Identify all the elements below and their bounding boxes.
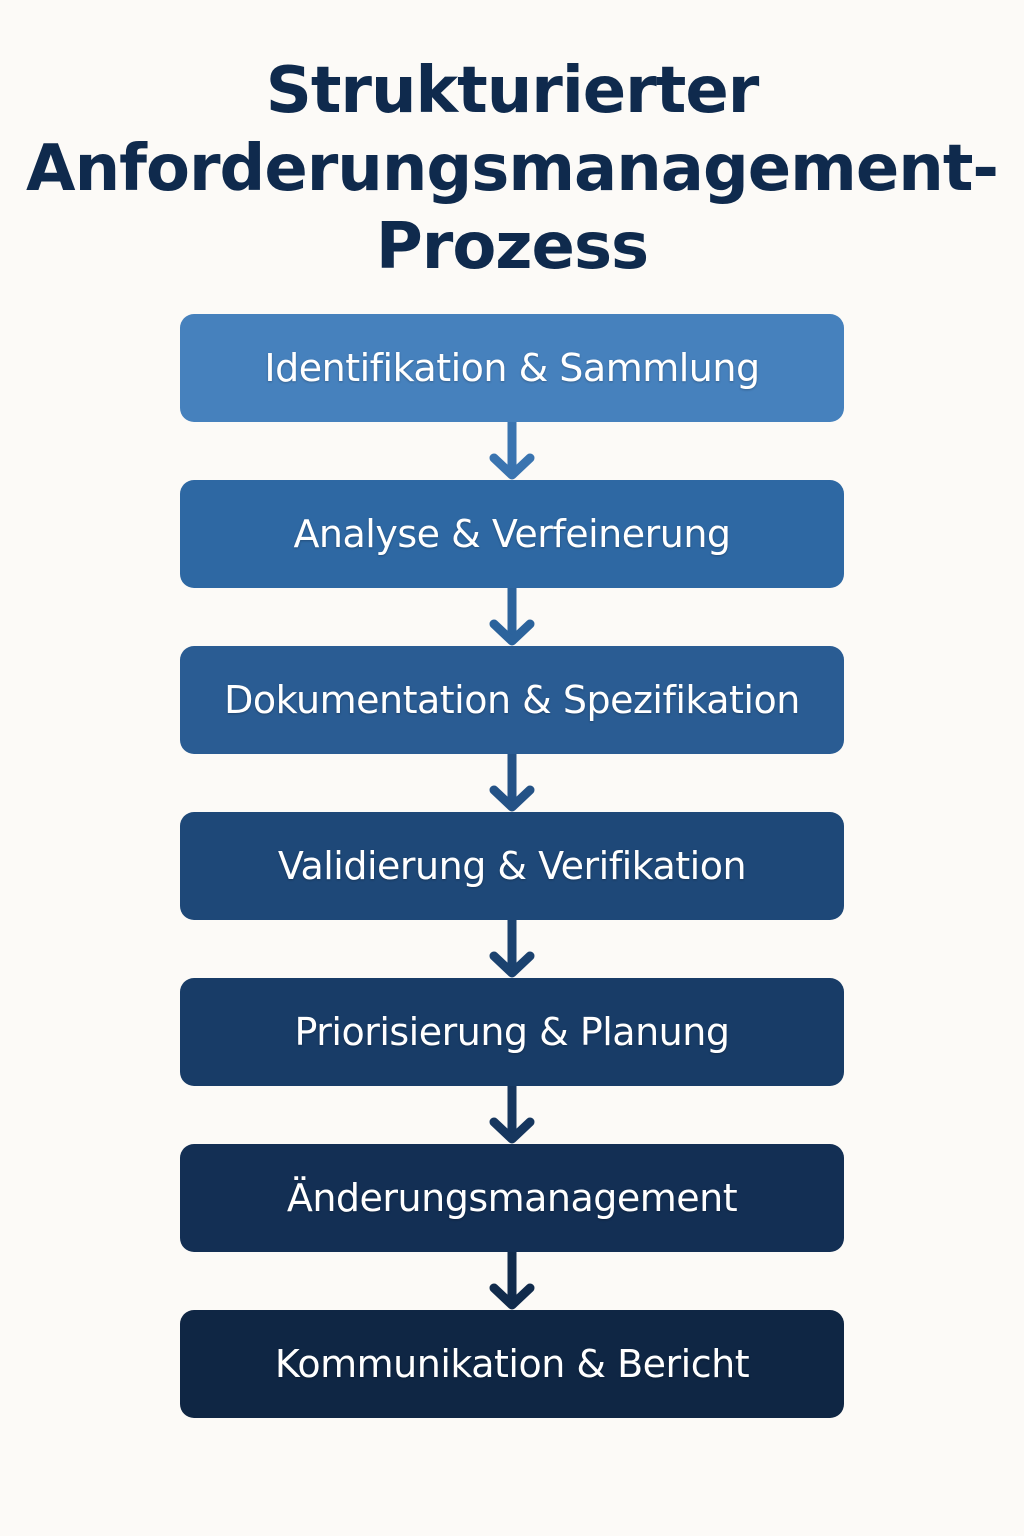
page-title: Strukturierter Anforderungsmanagement- P…: [0, 52, 1024, 286]
connector-5: [180, 1086, 844, 1144]
arrow-down-icon: [489, 754, 535, 812]
step-label: Analyse & Verfeinerung: [293, 512, 731, 556]
step-label: Identifikation & Sammlung: [264, 346, 760, 390]
step-label: Änderungsmanagement: [286, 1176, 738, 1220]
title-line-2: Anforderungsmanagement-: [26, 132, 999, 206]
title-line-3: Prozess: [375, 210, 649, 284]
step-aenderungsmanagement: Änderungsmanagement: [180, 1144, 844, 1252]
step-kommunikation: Kommunikation & Bericht: [180, 1310, 844, 1418]
step-label: Validierung & Verifikation: [277, 844, 747, 888]
connector-1: [180, 422, 844, 480]
step-analyse: Analyse & Verfeinerung: [180, 480, 844, 588]
step-validierung: Validierung & Verifikation: [180, 812, 844, 920]
arrow-down-icon: [489, 920, 535, 978]
connector-4: [180, 920, 844, 978]
process-flow: Identifikation & Sammlung Analyse & Verf…: [180, 314, 844, 1418]
connector-3: [180, 754, 844, 812]
arrow-down-icon: [489, 422, 535, 480]
title-line-1: Strukturierter: [265, 54, 760, 128]
step-priorisierung: Priorisierung & Planung: [180, 978, 844, 1086]
arrow-down-icon: [489, 588, 535, 646]
connector-6: [180, 1252, 844, 1310]
step-label: Dokumentation & Spezifikation: [224, 678, 800, 722]
arrow-down-icon: [489, 1252, 535, 1310]
step-identifikation: Identifikation & Sammlung: [180, 314, 844, 422]
step-label: Priorisierung & Planung: [294, 1010, 730, 1054]
connector-2: [180, 588, 844, 646]
step-label: Kommunikation & Bericht: [274, 1342, 750, 1386]
step-dokumentation: Dokumentation & Spezifikation: [180, 646, 844, 754]
arrow-down-icon: [489, 1086, 535, 1144]
